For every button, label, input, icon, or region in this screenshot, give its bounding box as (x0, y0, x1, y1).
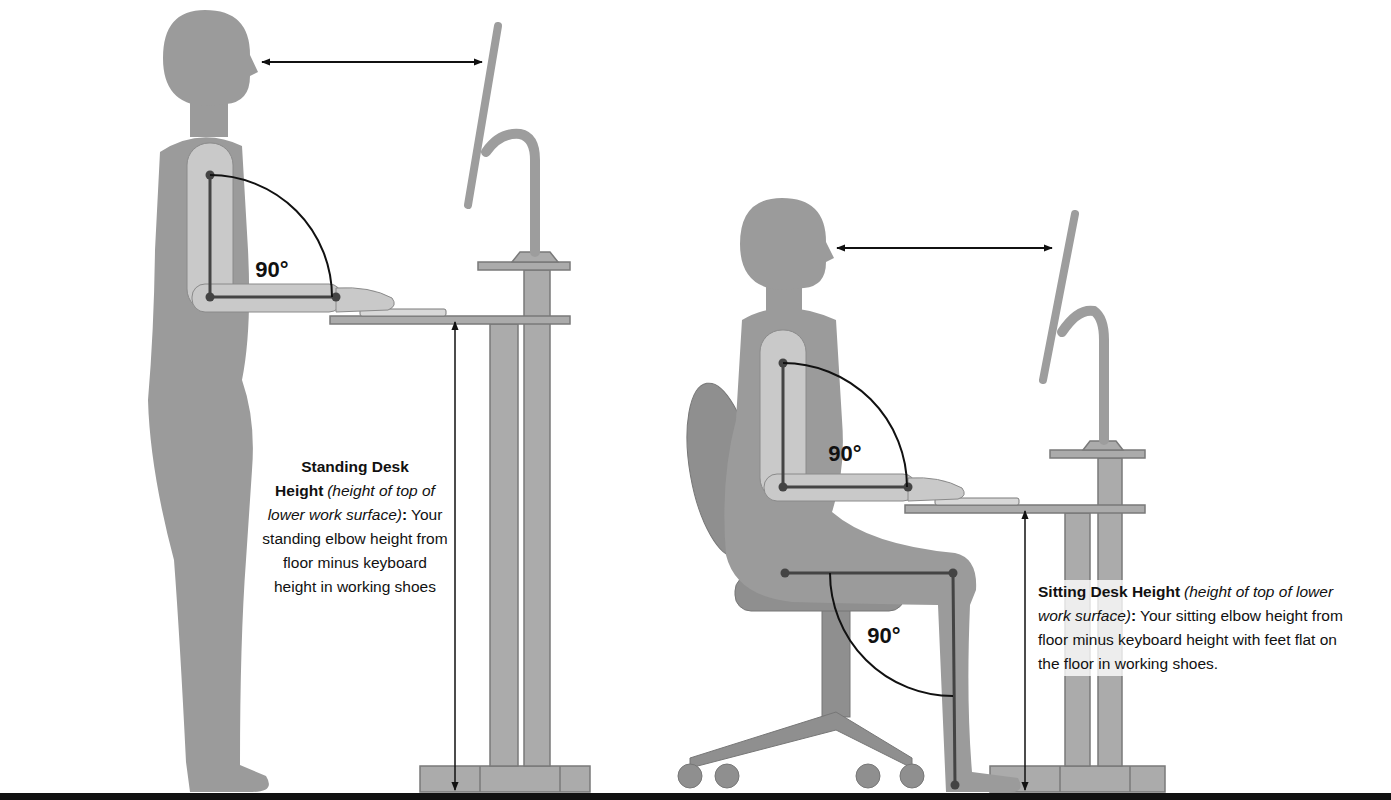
note-text: : (402, 506, 407, 523)
standing-figure (148, 10, 394, 792)
height-dimension-arrow (1024, 511, 1026, 790)
standing-monitor (468, 26, 535, 252)
angle-value: 90° (255, 257, 288, 282)
note-text: : (1131, 607, 1136, 624)
note-text: Sitting Desk Height (1038, 583, 1180, 600)
angle-label: 90° (255, 257, 288, 283)
viewing-distance-arrow (837, 247, 1052, 249)
angle-label: 90° (828, 441, 861, 467)
sitting-figure (724, 198, 1020, 792)
angle-value: 90° (867, 623, 900, 648)
viewing-distance-arrow (262, 61, 482, 63)
angle-value: 90° (828, 441, 861, 466)
sitting-height-note: Sitting Desk Height(height of top of low… (1036, 580, 1364, 676)
floor-line (0, 793, 1391, 800)
sitting-monitor (1043, 214, 1104, 440)
standing-height-note: Standing Desk Height(height of top of lo… (262, 455, 448, 599)
angle-label: 90° (867, 623, 900, 649)
height-dimension-arrow (454, 322, 456, 790)
